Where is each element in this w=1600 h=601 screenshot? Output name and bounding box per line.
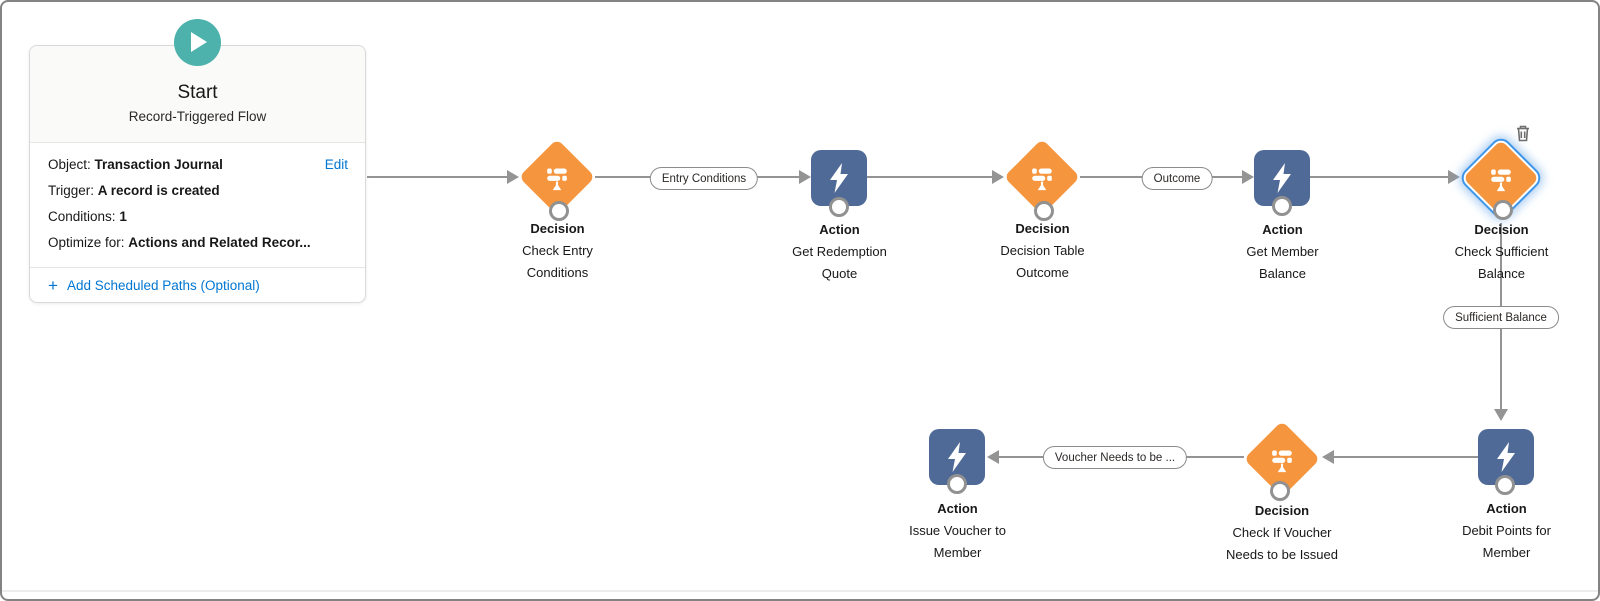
lightning-bolt-icon	[1273, 163, 1291, 193]
connection-point[interactable]	[947, 474, 967, 494]
connection-point[interactable]	[1034, 201, 1054, 221]
node-name-label: Debit Points for Member	[1462, 523, 1551, 560]
connection-point[interactable]	[829, 197, 849, 217]
action-node-get-redemption-quote[interactable]	[811, 150, 867, 206]
edit-link[interactable]: Edit	[324, 157, 348, 172]
node-name-label: Check Entry Conditions	[522, 243, 593, 280]
signpost-icon	[547, 168, 567, 191]
arrowhead-icon	[799, 170, 811, 184]
node-name-label: Check If Voucher Needs to be Issued	[1225, 525, 1339, 562]
arrowhead-icon	[507, 170, 519, 184]
connector-label-outcome[interactable]: Outcome	[1141, 167, 1213, 190]
connection-point[interactable]	[1493, 200, 1513, 220]
connector-line	[1334, 456, 1478, 458]
connector-label-entry-conditions[interactable]: Entry Conditions	[649, 167, 759, 190]
play-icon	[174, 19, 221, 66]
node-type-label: Decision	[1254, 503, 1310, 518]
decision-node-decision-table-outcome[interactable]	[1003, 138, 1081, 216]
node-type-label: Decision	[530, 221, 585, 236]
node-type-label: Action	[1262, 222, 1303, 237]
lightning-bolt-icon	[830, 163, 848, 193]
start-field-object: Object: Transaction Journal Edit	[48, 152, 348, 178]
lightning-bolt-icon	[1497, 442, 1515, 472]
start-field-conditions: Conditions: 1	[48, 209, 127, 224]
decision-node-check-entry-conditions[interactable]	[518, 138, 596, 216]
connector-label-voucher-needs[interactable]: Voucher Needs to be ...	[1042, 446, 1188, 469]
node-name-label: Decision Table Outcome	[1000, 243, 1085, 280]
node-name-label: Get Redemption Quote	[792, 244, 887, 281]
start-card-header: Start Record-Triggered Flow	[30, 19, 365, 143]
signpost-icon	[1032, 168, 1052, 191]
node-name-label: Issue Voucher to Member	[909, 523, 1006, 560]
add-scheduled-paths-link[interactable]: + Add Scheduled Paths (Optional)	[30, 267, 365, 302]
start-field-optimize: Optimize for: Actions and Related Recor.…	[48, 235, 311, 250]
connection-point[interactable]	[1270, 481, 1290, 501]
connection-point[interactable]	[1495, 475, 1515, 495]
arrowhead-icon	[1242, 170, 1254, 184]
start-field-trigger: Trigger: A record is created	[48, 183, 220, 198]
decision-node-check-if-voucher-needs-issued[interactable]	[1243, 420, 1321, 498]
node-type-label: Action	[1486, 501, 1527, 516]
delete-node-button[interactable]	[1515, 124, 1531, 147]
lightning-bolt-icon	[948, 442, 966, 472]
connector-line	[1310, 176, 1448, 178]
node-type-label: Action	[819, 222, 860, 237]
node-name-label: Check Sufficient Balance	[1454, 244, 1549, 281]
start-subtitle: Record-Triggered Flow	[128, 109, 267, 124]
node-type-label: Decision	[1015, 221, 1070, 236]
trash-icon	[1517, 125, 1529, 142]
signpost-icon	[1491, 169, 1511, 192]
arrowhead-icon	[1448, 170, 1460, 184]
arrowhead-icon	[992, 170, 1004, 184]
signpost-icon	[1272, 450, 1292, 473]
canvas-bottom-divider	[2, 590, 1598, 592]
plus-icon: +	[48, 275, 58, 295]
connection-point[interactable]	[549, 201, 569, 221]
node-name-label: Get Member Balance	[1246, 244, 1319, 281]
node-type-label: Decision	[1474, 222, 1529, 237]
start-node-card[interactable]: Start Record-Triggered Flow Object: Tran…	[29, 19, 366, 303]
connector-line	[367, 176, 507, 178]
decision-node-check-sufficient-balance[interactable]	[1462, 139, 1540, 217]
connection-point[interactable]	[1272, 196, 1292, 216]
start-title: Start	[177, 82, 218, 103]
arrowhead-icon	[987, 450, 999, 464]
arrowhead-icon	[1494, 409, 1508, 421]
arrowhead-icon	[1322, 450, 1334, 464]
connector-label-sufficient-balance[interactable]: Sufficient Balance	[1443, 306, 1559, 329]
connector-line	[867, 176, 992, 178]
node-type-label: Action	[937, 501, 978, 516]
